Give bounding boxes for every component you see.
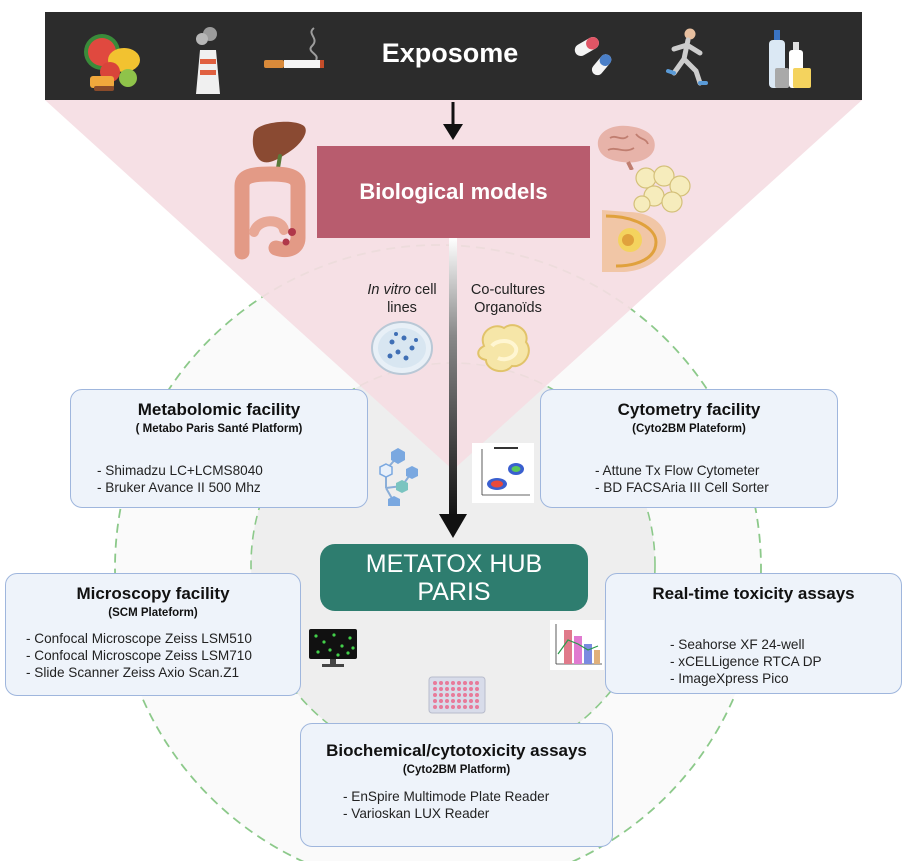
runner-icon: [666, 28, 708, 86]
toxicity-equipment-list: - Seahorse XF 24-well - xCELLigence RTCA…: [670, 636, 901, 687]
organoids-text: Organoïds: [474, 300, 542, 316]
exposome-bar: [45, 12, 862, 100]
biochemical-equipment-list: - EnSpire Multimode Plate Reader - Vario…: [343, 788, 612, 822]
liver-icon: [252, 121, 306, 170]
main-arrow-head: [439, 514, 467, 538]
metatox-hub-paris-box: METATOX HUB PARIS: [320, 544, 588, 611]
microscopy-facility-title: Microscopy facility: [76, 584, 230, 603]
biological-models-title: Biological models: [359, 179, 548, 204]
toxicity-assay-chart-icon: [550, 620, 604, 670]
list-item: - Slide Scanner Zeiss Axio Scan.Z1: [26, 665, 240, 680]
organoid-icon: [477, 324, 530, 373]
cytometry-facility-title: Cytometry facility: [617, 400, 761, 419]
in-vitro-italic: In vitro: [367, 282, 411, 298]
hub-title-line1: METATOX HUB: [365, 549, 543, 578]
exposome-title: Exposome: [381, 38, 519, 68]
biochemical-cytotoxicity-box: Biochemical/cytotoxicity assays (Cyto2BM…: [300, 723, 613, 847]
factory-icon: [196, 27, 220, 94]
well-plate-icon: [428, 676, 486, 714]
food-icon: [84, 34, 140, 91]
breast-icon: [602, 210, 666, 272]
microscopy-facility-box: Microscopy facility (SCM Plateform) - Co…: [5, 573, 301, 696]
biochemical-cytotoxicity-title: Biochemical/cytotoxicity assays: [326, 741, 587, 760]
microscopy-monitor-icon: [309, 629, 357, 667]
list-item: - Confocal Microscope Zeiss LSM710: [26, 648, 252, 663]
microscopy-equipment-list: - Confocal Microscope Zeiss LSM510 - Con…: [26, 630, 300, 681]
cell-lines-text: cell lines: [387, 282, 437, 316]
top-arrow-head: [443, 124, 463, 140]
metabolomic-equipment-list: - Shimadzu LC+LCMS8040 - Bruker Avance I…: [97, 462, 367, 496]
flow-cytometry-plot-icon: [472, 443, 534, 503]
cytometry-facility-subtitle: (Cyto2BM Plateform): [632, 423, 746, 435]
list-item: - Confocal Microscope Zeiss LSM510: [26, 631, 252, 646]
biochemical-cytotoxicity-subtitle: (Cyto2BM Platform): [402, 764, 511, 776]
cytometry-facility-box: Cytometry facility (Cyto2BM Plateform) -…: [540, 389, 838, 508]
petri-dish-icon: [371, 321, 433, 375]
metabolomic-facility-box: Metabolomic facility ( Metabo Paris Sant…: [70, 389, 368, 508]
list-item: - Varioskan LUX Reader: [343, 806, 490, 821]
adipocytes-icon: [633, 165, 691, 213]
pills-icon: [574, 37, 612, 76]
cocultures-text: Co-cultures: [470, 282, 546, 298]
list-item: - EnSpire Multimode Plate Reader: [343, 789, 550, 804]
list-item: - Seahorse XF 24-well: [670, 637, 805, 652]
list-item: - xCELLigence RTCA DP: [670, 654, 822, 669]
real-time-toxicity-box: Real-time toxicity assays - Seahorse XF …: [605, 573, 902, 694]
list-item: - ImageXpress Pico: [670, 671, 789, 686]
cigarette-icon: [264, 27, 324, 68]
metabolite-network-icon: [379, 448, 418, 506]
list-item: - BD FACSAria III Cell Sorter: [595, 480, 769, 495]
main-arrow-shaft: [449, 238, 457, 518]
hub-title-line2: PARIS: [417, 577, 491, 606]
in-vitro-cell-lines-label: In vitro cell lines: [356, 281, 448, 317]
real-time-toxicity-title: Real-time toxicity assays: [652, 584, 855, 603]
metabolomic-facility-title: Metabolomic facility: [137, 400, 301, 419]
list-item: - Attune Tx Flow Cytometer: [595, 463, 760, 478]
cocultures-organoids-label: Co-cultures Organoïds: [462, 281, 554, 317]
cytometry-equipment-list: - Attune Tx Flow Cytometer - BD FACSAria…: [595, 462, 837, 496]
brain-icon: [597, 125, 655, 170]
metabolomic-facility-subtitle: ( Metabo Paris Santé Platform): [135, 423, 303, 435]
intestine-icon: [234, 166, 306, 260]
list-item: - Shimadzu LC+LCMS8040: [97, 463, 263, 478]
bottles-icon: [769, 30, 811, 88]
microscopy-facility-subtitle: (SCM Plateform): [108, 607, 198, 619]
biological-models-box: Biological models: [317, 146, 590, 238]
list-item: - Bruker Avance II 500 Mhz: [97, 480, 261, 495]
